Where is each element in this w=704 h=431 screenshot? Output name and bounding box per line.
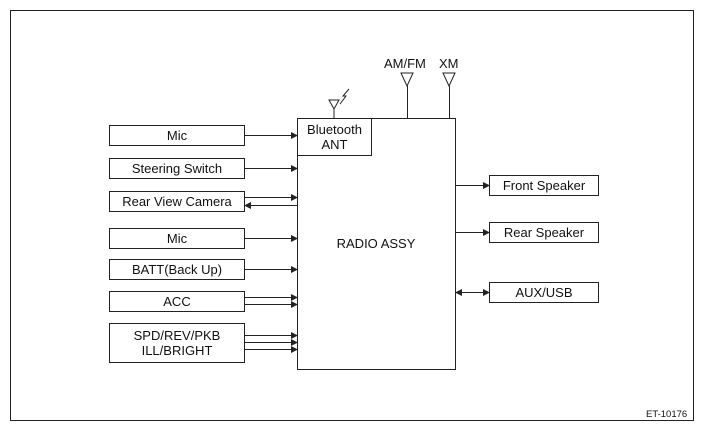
figure-id: ET-10176 [646, 409, 688, 420]
mic-2-label: Mic [166, 231, 188, 246]
aux-usb-box: AUX/USB [489, 282, 599, 303]
spd-rev-pkb-label: SPD/REV/PKB ILL/BRIGHT [133, 328, 221, 358]
acc-box: ACC [109, 291, 245, 312]
front-speaker-box: Front Speaker [489, 175, 599, 196]
mic-1-box: Mic [109, 125, 245, 146]
mic-1-label: Mic [166, 128, 188, 143]
batt-backup-box: BATT(Back Up) [109, 259, 245, 280]
am-fm-label: AM/FM [384, 56, 426, 71]
acc-label: ACC [163, 294, 191, 309]
radio-assy-label: RADIO ASSY [336, 236, 416, 251]
diagram-frame [10, 10, 694, 421]
radio-assy-box [297, 118, 456, 370]
bluetooth-ant-box: Bluetooth ANT [297, 118, 372, 156]
spd-rev-pkb-box: SPD/REV/PKB ILL/BRIGHT [109, 323, 245, 363]
am-fm-antenna-icon [400, 72, 414, 88]
steering-switch-box: Steering Switch [109, 158, 245, 179]
rear-speaker-label: Rear Speaker [503, 225, 585, 240]
mic-2-box: Mic [109, 228, 245, 249]
bluetooth-antenna-icon [328, 88, 350, 118]
steering-switch-label: Steering Switch [131, 161, 223, 176]
xm-antenna-icon [442, 72, 456, 88]
aux-usb-label: AUX/USB [515, 285, 573, 300]
xm-label: XM [439, 56, 459, 71]
rear-view-camera-label: Rear View Camera [122, 194, 232, 209]
front-speaker-label: Front Speaker [502, 178, 586, 193]
bluetooth-ant-label: Bluetooth ANT [307, 122, 362, 152]
rear-speaker-box: Rear Speaker [489, 222, 599, 243]
rear-view-camera-box: Rear View Camera [109, 191, 245, 212]
batt-backup-label: BATT(Back Up) [131, 262, 223, 277]
